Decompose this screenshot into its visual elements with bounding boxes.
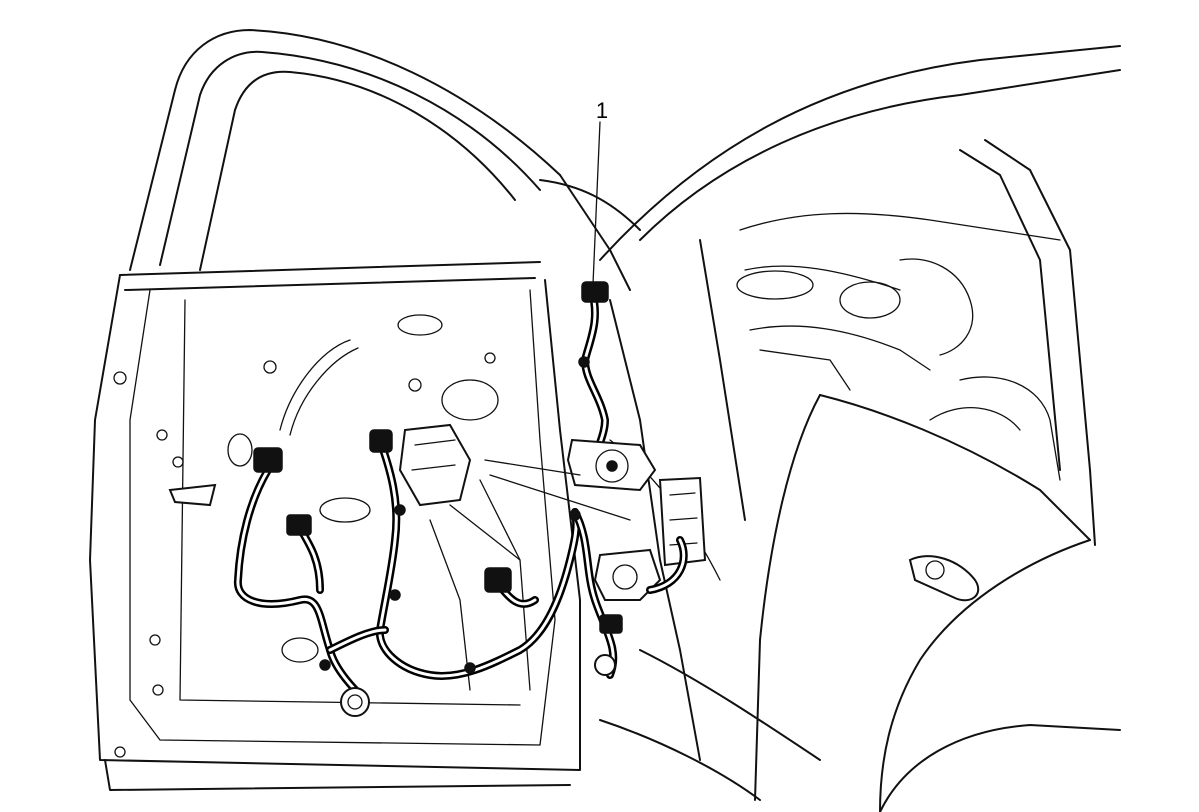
callout-label: 1 [596,98,608,123]
harness-grommet [340,687,370,717]
alignment-lines [449,459,631,561]
front-door-panel [89,29,581,791]
harness-connector [369,429,393,453]
callout-leader-line [592,121,601,285]
harness-connector [253,447,283,473]
harness-grommet [594,654,616,676]
harness-connector [599,614,623,634]
harness-connector [484,567,512,593]
harness-connector [581,281,609,303]
door-wiring-harness [233,281,707,717]
callout-1: 1 [592,98,608,285]
harness-connector [286,514,312,536]
harness-boot [593,548,662,601]
vehicle-body [539,45,1121,812]
